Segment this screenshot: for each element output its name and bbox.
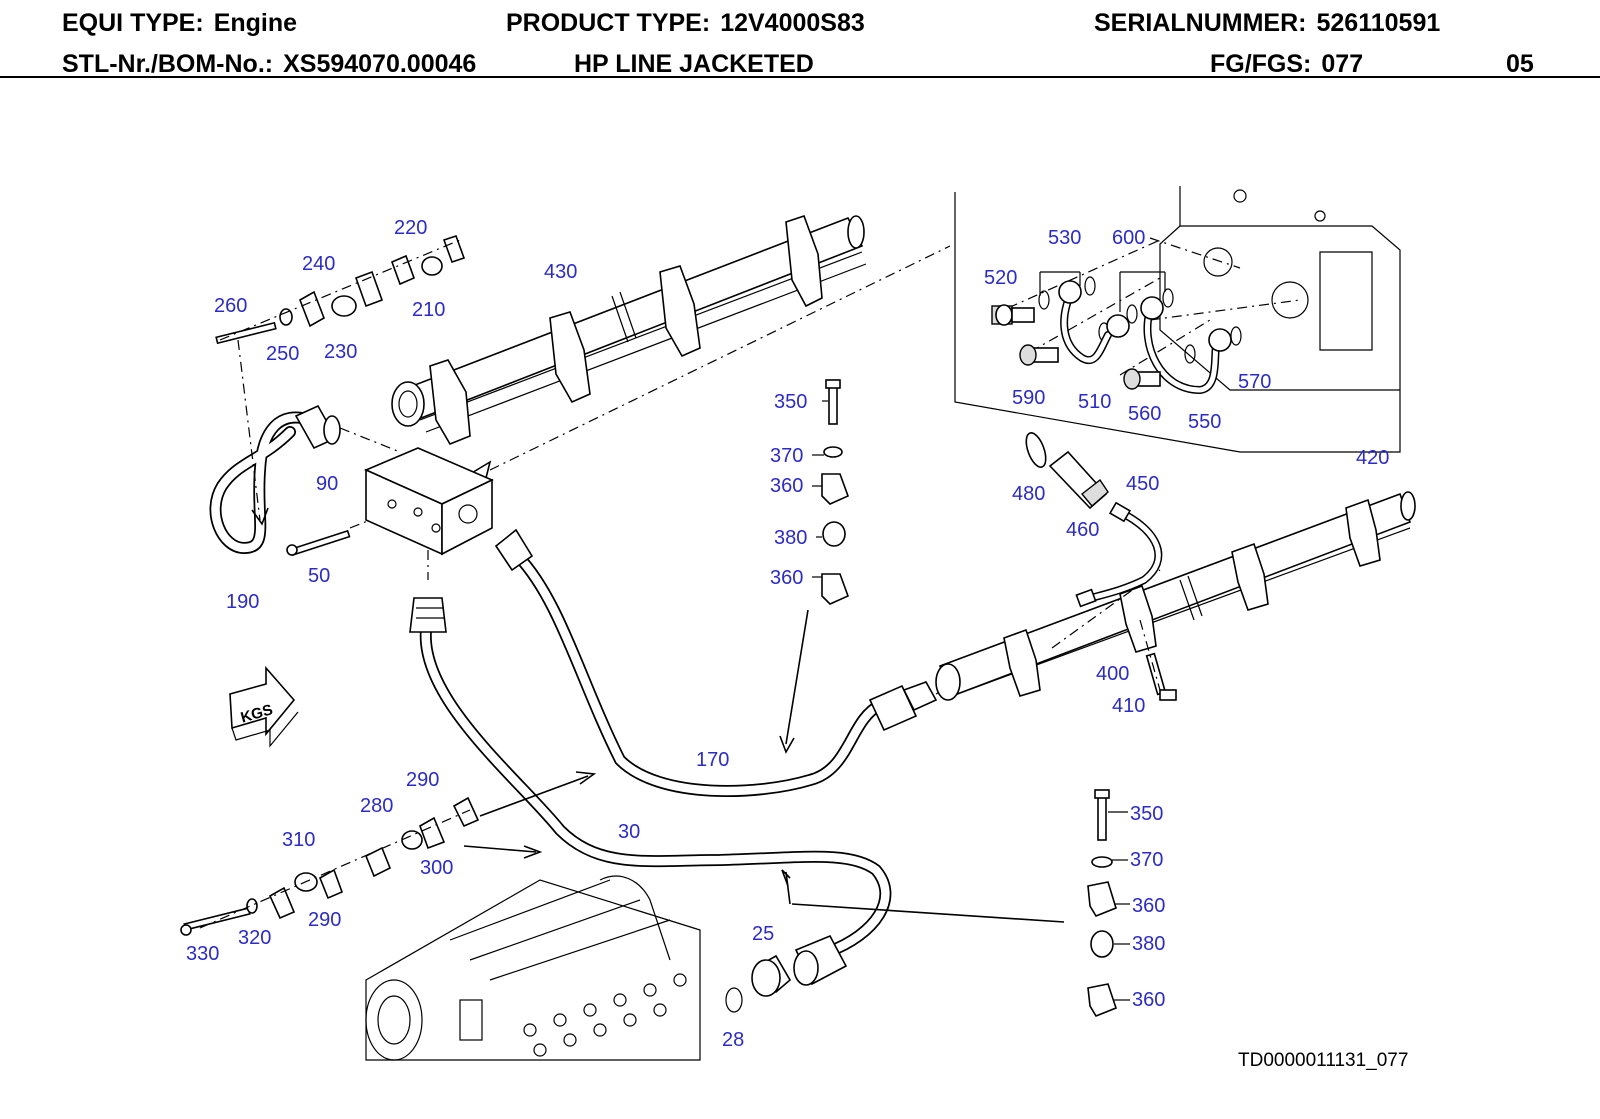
part-label-400: 400 bbox=[1096, 663, 1129, 685]
part-label-30: 30 bbox=[618, 821, 640, 843]
leader-lines bbox=[812, 400, 1130, 1001]
part-label-360: 360 bbox=[770, 475, 803, 497]
part-label-50: 50 bbox=[308, 565, 330, 587]
part-label-570: 570 bbox=[1238, 371, 1271, 393]
part-label-330: 330 bbox=[186, 943, 219, 965]
clamp-stack-bottom bbox=[1087, 789, 1117, 1017]
part-label-560: 560 bbox=[1128, 403, 1161, 425]
banjo-bolt-520 bbox=[991, 304, 1035, 326]
part-label-510: 510 bbox=[1078, 391, 1111, 413]
sheet-number: 05 bbox=[1506, 50, 1534, 78]
part-label-25: 25 bbox=[752, 923, 774, 945]
part-label-360: 360 bbox=[1132, 989, 1165, 1011]
part-label-550: 550 bbox=[1188, 411, 1221, 433]
part-label-280: 280 bbox=[360, 795, 393, 817]
serial-number-value: 526110591 bbox=[1316, 9, 1441, 37]
product-type-field: PRODUCT TYPE: 12V4000S83 bbox=[506, 9, 865, 37]
fuel-rail-430 bbox=[391, 214, 867, 445]
pressure-sensor-460 bbox=[1025, 432, 1109, 510]
part-label-240: 240 bbox=[302, 253, 335, 275]
part-label-380: 380 bbox=[774, 527, 807, 549]
function-group-value: 077 bbox=[1321, 50, 1364, 78]
clamp-stack-middle bbox=[821, 379, 850, 605]
part-label-350: 350 bbox=[774, 391, 807, 413]
function-group-field: FG/FGS: 077 bbox=[1210, 50, 1363, 78]
sealing-ring-icon bbox=[1084, 276, 1096, 296]
fitting-25 bbox=[751, 934, 848, 997]
equi-type-value: Engine bbox=[213, 9, 298, 37]
pipe-170 bbox=[494, 528, 938, 797]
part-label-360: 360 bbox=[770, 567, 803, 589]
pipe-clamp-assembly-bottom bbox=[180, 796, 480, 936]
parts-list-header: EQUI TYPE: Engine PRODUCT TYPE: 12V4000S83… bbox=[0, 0, 1600, 80]
part-label-28: 28 bbox=[722, 1029, 744, 1051]
part-label-210: 210 bbox=[412, 299, 445, 321]
distributor-block-90 bbox=[363, 447, 494, 556]
part-label-430: 430 bbox=[544, 261, 577, 283]
bleed-pipe-510 bbox=[1058, 280, 1130, 364]
drawing-number: TD0000011131_077 bbox=[1238, 1050, 1409, 1071]
bom-number-label: STL-Nr./BOM-No.: bbox=[62, 50, 274, 78]
part-label-230: 230 bbox=[324, 341, 357, 363]
banjo-bolt-590 bbox=[1019, 344, 1059, 366]
header-rule bbox=[0, 76, 1600, 78]
part-label-480: 480 bbox=[1012, 483, 1045, 505]
equi-type-label: EQUI TYPE: bbox=[62, 9, 204, 37]
part-label-370: 370 bbox=[1130, 849, 1163, 871]
part-label-600: 600 bbox=[1112, 227, 1145, 249]
sealing-ring-28 bbox=[725, 987, 743, 1013]
sensor-line-450 bbox=[1075, 501, 1163, 608]
screw-50 bbox=[286, 529, 351, 557]
part-label-90: 90 bbox=[316, 473, 338, 495]
part-label-310: 310 bbox=[282, 829, 315, 851]
bleed-pipe-550 bbox=[1140, 296, 1232, 394]
part-label-250: 250 bbox=[266, 343, 299, 365]
pipe-clamp-assembly-top bbox=[215, 234, 466, 345]
screw-410 bbox=[1145, 652, 1177, 701]
part-label-360: 360 bbox=[1132, 895, 1165, 917]
sealing-ring-icon bbox=[1230, 326, 1242, 346]
engine-housing-fragment bbox=[365, 875, 701, 1061]
view-direction-arrow: KGS bbox=[229, 665, 299, 748]
bom-number-field: STL-Nr./BOM-No.: XS594070.00046 bbox=[62, 50, 476, 78]
part-label-450: 450 bbox=[1126, 473, 1159, 495]
sealing-ring-icon bbox=[1162, 288, 1174, 308]
part-label-300: 300 bbox=[420, 857, 453, 879]
part-label-350: 350 bbox=[1130, 803, 1163, 825]
pipe-30 bbox=[409, 597, 892, 958]
part-label-420: 420 bbox=[1356, 447, 1389, 469]
part-label-260: 260 bbox=[214, 295, 247, 317]
part-label-590: 590 bbox=[1012, 387, 1045, 409]
serial-number-field: SERIALNUMMER: 526110591 bbox=[1094, 9, 1440, 37]
part-label-520: 520 bbox=[984, 267, 1017, 289]
engine-block-fragment bbox=[1149, 186, 1401, 415]
detail-inset bbox=[954, 186, 1401, 453]
assembly-description: HP LINE JACKETED bbox=[574, 50, 814, 78]
part-label-290: 290 bbox=[308, 909, 341, 931]
serial-number-label: SERIALNUMMER: bbox=[1094, 9, 1307, 37]
product-type-value: 12V4000S83 bbox=[720, 9, 865, 37]
fuel-rail-420 bbox=[935, 491, 1416, 701]
part-label-290: 290 bbox=[406, 769, 439, 791]
bom-number-value: XS594070.00046 bbox=[283, 50, 477, 78]
part-label-220: 220 bbox=[394, 217, 427, 239]
part-label-380: 380 bbox=[1132, 933, 1165, 955]
sealing-ring-icon bbox=[1126, 304, 1138, 324]
part-label-320: 320 bbox=[238, 927, 271, 949]
part-label-370: 370 bbox=[770, 445, 803, 467]
equi-type-field: EQUI TYPE: Engine bbox=[62, 9, 297, 37]
part-label-460: 460 bbox=[1066, 519, 1099, 541]
banjo-bolt-560 bbox=[1123, 368, 1161, 390]
sealing-ring-icon bbox=[1038, 290, 1050, 310]
part-label-190: 190 bbox=[226, 591, 259, 613]
part-label-530: 530 bbox=[1048, 227, 1081, 249]
part-label-170: 170 bbox=[696, 749, 729, 771]
pipe-190 bbox=[209, 404, 341, 554]
function-group-label: FG/FGS: bbox=[1210, 50, 1312, 78]
part-label-410: 410 bbox=[1112, 695, 1145, 717]
part-number-labels: 220 240 260 210 250 230 430 90 50 190 35… bbox=[186, 217, 1389, 1051]
sealing-ring-icon bbox=[1184, 344, 1196, 364]
product-type-label: PRODUCT TYPE: bbox=[506, 9, 711, 37]
